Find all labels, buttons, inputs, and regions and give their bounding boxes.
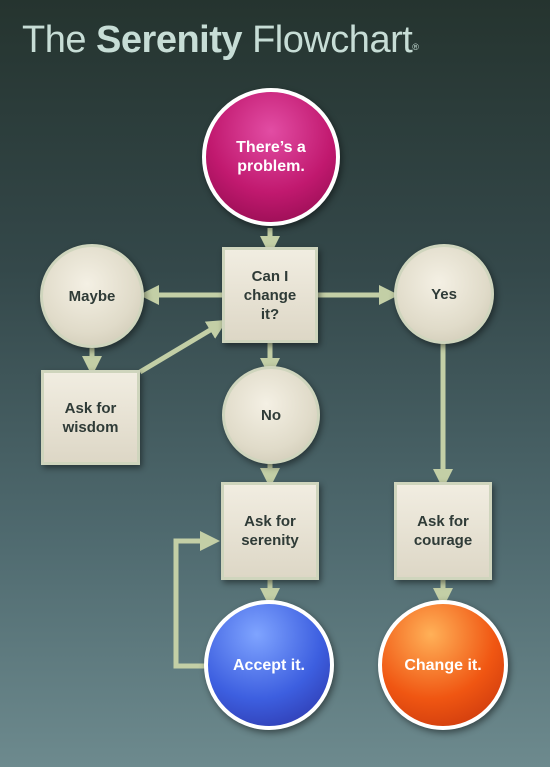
- node-change-it: Change it.: [378, 600, 508, 730]
- node-no-label: No: [261, 406, 281, 424]
- node-yes-label: Yes: [431, 285, 457, 303]
- node-serenity-label: Ask for serenity: [241, 513, 299, 549]
- title-emphasis: Serenity: [96, 19, 243, 61]
- node-start-label: There’s a problem.: [236, 139, 306, 175]
- node-maybe: Maybe: [40, 244, 144, 348]
- trademark-mark: ®: [412, 42, 419, 52]
- node-yes: Yes: [394, 244, 494, 344]
- node-wisdom-label: Ask for wisdom: [62, 399, 119, 436]
- node-accept-it: Accept it.: [204, 600, 334, 730]
- node-change-label: Change it.: [404, 656, 482, 674]
- node-courage-box: Ask for courage: [394, 482, 492, 580]
- node-courage-label: Ask for courage: [413, 513, 473, 549]
- page-title: The Serenity Flowchart®: [22, 14, 532, 66]
- node-question-box: Can I change it?: [222, 247, 318, 343]
- node-accept-label: Accept it.: [232, 656, 305, 674]
- arrow-accept-loop-to-serenity: [173, 531, 221, 669]
- node-maybe-label: Maybe: [68, 287, 116, 305]
- arrow-wisdom-to-question: [138, 319, 228, 375]
- node-no: No: [222, 366, 320, 464]
- node-serenity-box: Ask for serenity: [221, 482, 319, 580]
- node-question-label: Can I change it?: [243, 267, 297, 323]
- title-prefix: The: [22, 19, 86, 61]
- node-start-problem: There’s a problem.: [202, 88, 340, 226]
- node-wisdom-box: Ask for wisdom: [41, 370, 140, 465]
- title-suffix: Flowchart: [252, 19, 413, 61]
